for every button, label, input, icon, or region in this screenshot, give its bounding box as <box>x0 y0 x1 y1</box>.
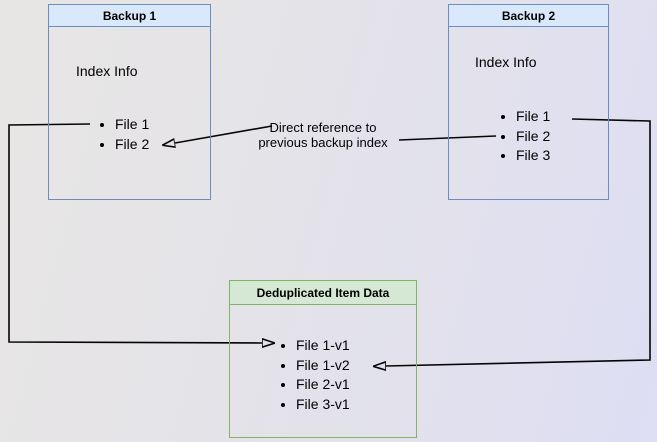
dedup-item-list: File 1-v1File 1-v2File 2-v1File 3-v1 <box>230 336 350 415</box>
dedup-title: Deduplicated Item Data <box>230 281 416 305</box>
file-list-item: File 3-v1 <box>296 395 350 415</box>
backup2-file-list: File 1File 2File 3 <box>449 107 550 166</box>
direct-reference-annotation: Direct reference to previous backup inde… <box>258 120 388 150</box>
backup1-file-list: File 1File 2 <box>49 115 149 154</box>
backup2-title: Backup 2 <box>449 5 608 27</box>
backup1-box: Backup 1 Index Info File 1File 2 <box>48 4 211 200</box>
backup2-index-info-label: Index Info <box>475 54 537 70</box>
backup1-title: Backup 1 <box>49 5 210 27</box>
backup2-box: Backup 2 Index Info File 1File 2File 3 <box>448 4 609 200</box>
file-list-item: File 1 <box>516 107 550 127</box>
deduplicated-item-data-box: Deduplicated Item Data File 1-v1File 1-v… <box>229 280 417 438</box>
file-list-item: File 1-v1 <box>296 336 350 356</box>
file-list-item: File 2-v1 <box>296 375 350 395</box>
file-list-item: File 3 <box>516 146 550 166</box>
file-list-item: File 1 <box>115 115 149 135</box>
file-list-item: File 2 <box>516 127 550 147</box>
file-list-item: File 2 <box>115 135 149 155</box>
file-list-item: File 1-v2 <box>296 356 350 376</box>
backup1-index-info-label: Index Info <box>76 63 138 79</box>
